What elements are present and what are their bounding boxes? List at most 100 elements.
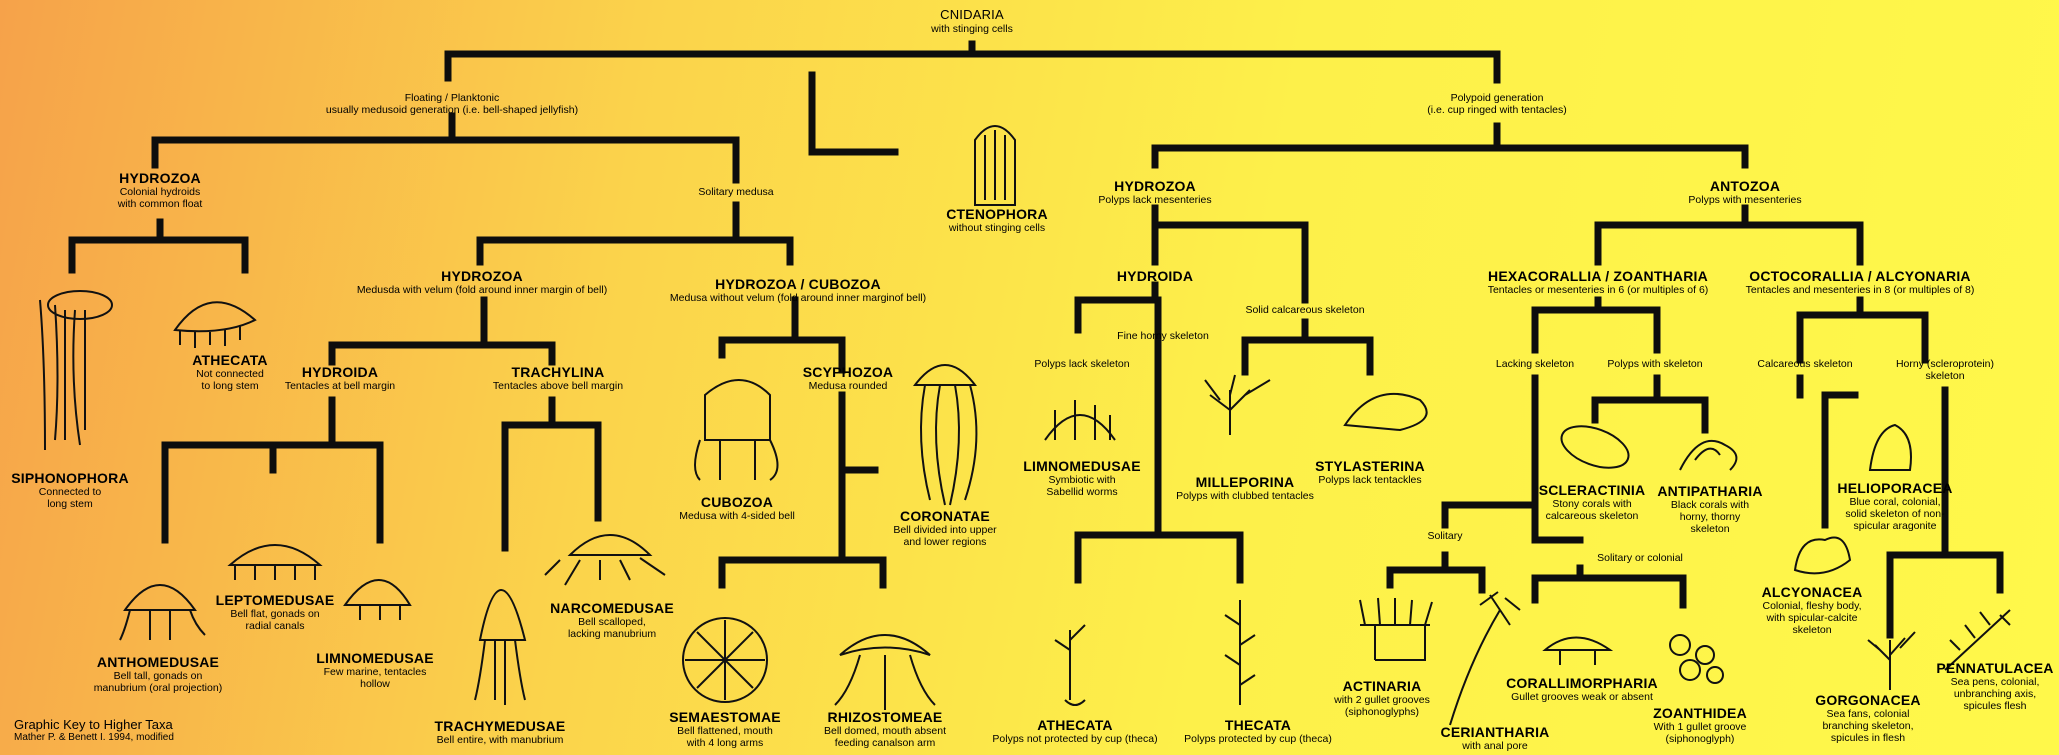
- taxon-ceriantharia: CERIANTHARIA with anal pore: [1441, 724, 1550, 752]
- taxon-name: ATHECATA: [192, 352, 267, 368]
- taxon-name: HYDROZOA: [357, 268, 607, 284]
- taxon-desc: Few marine, tentacles: [316, 666, 434, 678]
- taxon-desc: Connected to: [11, 486, 129, 498]
- taxon-name: STYLASTERINA: [1315, 458, 1425, 474]
- taxon-desc: Polyps not protected by cup (theca): [992, 733, 1157, 745]
- taxon-name: CUBOZOA: [679, 494, 795, 510]
- taxon-desc: Bell divided into upper: [893, 524, 996, 536]
- taxon-name: SCYPHOZOA: [803, 364, 893, 380]
- branch-line-1: Polypoid generation: [1427, 92, 1566, 104]
- taxon-hydrozoa-polyp: HYDROZOA Polyps lack mesenteries: [1098, 178, 1211, 206]
- taxon-name: HYDROZOA: [1098, 178, 1211, 194]
- taxon-desc: Medusa with 4-sided bell: [679, 510, 795, 522]
- taxon-siphonophora: SIPHONOPHORA Connected to long stem: [11, 470, 129, 510]
- taxon-desc: Colonial hydroids: [118, 186, 203, 198]
- taxon-actinaria: ACTINARIA with 2 gullet grooves (siphono…: [1334, 678, 1430, 718]
- taxon-desc: spicular aragonite: [1837, 520, 1952, 532]
- node-desc: with stinging cells: [931, 23, 1013, 35]
- taxon-name: MILLEPORINA: [1176, 474, 1314, 490]
- taxon-desc: Sabellid worms: [1023, 486, 1141, 498]
- taxon-name: SEMAESTOMAE: [669, 709, 781, 725]
- key-credit: Mather P. & Benett I. 1994, modified: [14, 732, 174, 743]
- branch-line-2: (i.e. cup ringed with tentacles): [1427, 104, 1566, 116]
- branch-text: Solid calcareous skeleton: [1245, 304, 1364, 316]
- taxon-desc: Gullet grooves weak or absent: [1506, 691, 1658, 703]
- branch-solitary-or-colonial: Solitary or colonial: [1597, 552, 1683, 564]
- taxon-desc: Bell scalloped,: [550, 616, 674, 628]
- taxon-name: THECATA: [1184, 717, 1332, 733]
- taxon-name: ANTIPATHARIA: [1657, 483, 1762, 499]
- taxon-hydroida-polyp: HYDROIDA: [1117, 268, 1193, 284]
- taxon-rhizostomeae: RHIZOSTOMEAE Bell domed, mouth absent fe…: [824, 709, 946, 749]
- taxon-desc: Tentacles at bell margin: [285, 380, 395, 392]
- taxon-athecata-polyp: ATHECATA Polyps not protected by cup (th…: [992, 717, 1157, 745]
- taxon-desc: With 1 gullet groove: [1653, 721, 1747, 733]
- taxon-name: PENNATULACEA: [1936, 660, 2053, 676]
- graphic-key: Graphic Key to Higher Taxa Mather P. & B…: [14, 718, 174, 743]
- taxon-desc: Medusa without velum (fold around inner …: [670, 292, 926, 304]
- taxon-name: LEPTOMEDUSAE: [216, 592, 335, 608]
- taxon-name: GORGONACEA: [1815, 692, 1920, 708]
- taxon-desc: Polyps lack tentackles: [1315, 474, 1425, 486]
- taxon-hydrozoa-velum: HYDROZOA Medusda with velum (fold around…: [357, 268, 607, 296]
- taxon-desc: Polyps lack mesenteries: [1098, 194, 1211, 206]
- taxon-desc: calcareous skeleton: [1539, 510, 1646, 522]
- node-title: CNIDARIA: [931, 8, 1013, 23]
- node-cnidaria: CNIDARIA with stinging cells: [931, 8, 1013, 35]
- taxon-name: ZOANTHIDEA: [1653, 705, 1747, 721]
- taxon-desc: hollow: [316, 678, 434, 690]
- taxon-athecata-float: ATHECATA Not connected to long stem: [192, 352, 267, 392]
- branch-solitary-medusa: Solitary medusa: [698, 186, 773, 198]
- taxon-name: NARCOMEDUSAE: [550, 600, 674, 616]
- taxon-desc: Polyps protected by cup (theca): [1184, 733, 1332, 745]
- taxon-desc: Blue coral, colonial,: [1837, 496, 1952, 508]
- taxon-name: ATHECATA: [992, 717, 1157, 733]
- taxon-trachymedusae: TRACHYMEDUSAE Bell entire, with manubriu…: [435, 718, 566, 746]
- taxon-desc: manubrium (oral projection): [94, 682, 222, 694]
- taxon-alcyonacea: ALCYONACEA Colonial, fleshy body, with s…: [1762, 584, 1863, 636]
- taxon-desc: lacking manubrium: [550, 628, 674, 640]
- branch-polyps-skeleton: Polyps with skeleton: [1607, 358, 1702, 370]
- branch-text: Fine horny skeleton: [1117, 330, 1209, 342]
- taxon-name: CORALLIMORPHARIA: [1506, 675, 1658, 691]
- branch-line-1: Floating / Planktonic: [326, 92, 578, 104]
- taxon-desc: radial canals: [216, 620, 335, 632]
- taxon-thecata: THECATA Polyps protected by cup (theca): [1184, 717, 1332, 745]
- taxon-desc: Polyps with clubbed tentacles: [1176, 490, 1314, 502]
- taxon-desc: Polyps with mesenteries: [1688, 194, 1801, 206]
- taxon-desc: Bell flat, gonads on: [216, 608, 335, 620]
- taxon-desc: Tentacles above bell margin: [493, 380, 623, 392]
- taxon-antozoa: ANTOZOA Polyps with mesenteries: [1688, 178, 1801, 206]
- taxon-leptomedusae: LEPTOMEDUSAE Bell flat, gonads on radial…: [216, 592, 335, 632]
- branch-fine-horny: Fine horny skeleton: [1117, 330, 1209, 342]
- taxon-hydrozoa-colonial: HYDROZOA Colonial hydroids with common f…: [118, 170, 203, 210]
- taxon-desc: spicules flesh: [1936, 700, 2053, 712]
- taxon-desc: Black corals with: [1657, 499, 1762, 511]
- taxon-octocorallia: OCTOCORALLIA / ALCYONARIA Tentacles and …: [1746, 268, 1975, 296]
- taxon-desc: without stinging cells: [946, 222, 1048, 234]
- taxon-polyps-lack-skeleton: Polyps lack skeleton: [1034, 358, 1129, 370]
- taxon-semaestomae: SEMAESTOMAE Bell flattened, mouth with 4…: [669, 709, 781, 749]
- branch-text: Solitary or colonial: [1597, 552, 1683, 564]
- taxon-name: CORONATAE: [893, 508, 996, 524]
- branch-text: Solitary: [1427, 530, 1462, 542]
- key-title: Graphic Key to Higher Taxa: [14, 718, 174, 732]
- taxon-stylasterina: STYLASTERINA Polyps lack tentackles: [1315, 458, 1425, 486]
- taxon-desc: Sea pens, colonial,: [1936, 676, 2053, 688]
- taxon-desc: Bell entire, with manubrium: [435, 734, 566, 746]
- branch-text: Polyps with skeleton: [1607, 358, 1702, 370]
- branch-text: Solitary medusa: [698, 186, 773, 198]
- taxon-name: LIMNOMEDUSAE: [1023, 458, 1141, 474]
- taxon-desc: with 2 gullet grooves: [1334, 694, 1430, 706]
- taxon-desc: to long stem: [192, 380, 267, 392]
- taxon-antipatharia: ANTIPATHARIA Black corals with horny, th…: [1657, 483, 1762, 535]
- taxon-name: HYDROZOA: [118, 170, 203, 186]
- taxon-name: CTENOPHORA: [946, 206, 1048, 222]
- taxon-desc: horny, thorny: [1657, 511, 1762, 523]
- branch-line-2: usually medusoid generation (i.e. bell-s…: [326, 104, 578, 116]
- branch-text: Calcareous skeleton: [1757, 358, 1852, 370]
- taxon-name: TRACHYMEDUSAE: [435, 718, 566, 734]
- taxon-scleractinia: SCLERACTINIA Stony corals with calcareou…: [1539, 482, 1646, 522]
- taxon-desc: Bell flattened, mouth: [669, 725, 781, 737]
- taxon-desc: Polyps lack skeleton: [1034, 358, 1129, 370]
